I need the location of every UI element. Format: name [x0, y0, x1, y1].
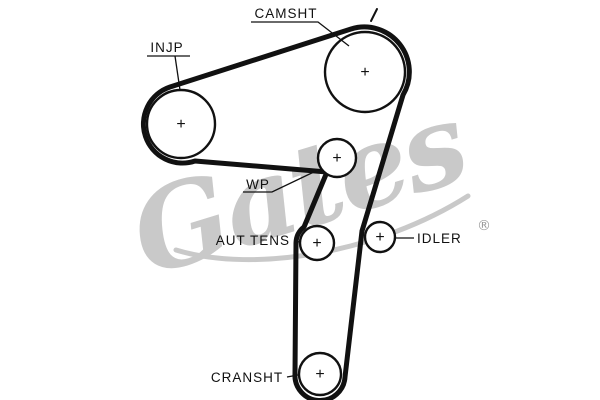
camsht-center-mark: +: [360, 64, 369, 81]
idler-label: IDLER: [417, 231, 462, 246]
camsht-pulley-circle: [323, 30, 407, 114]
wp-leader-line: [243, 169, 319, 193]
idler-center-mark: +: [375, 229, 384, 246]
camsht-label: CAMSHT: [255, 6, 318, 21]
aut-tens-center-mark: +: [312, 235, 321, 252]
camsht-leader-line: [251, 21, 350, 47]
cransht-pulley-circle: [297, 351, 343, 397]
aut-tens-label: AUT TENS: [216, 233, 290, 248]
injp-pulley-circle: [145, 88, 217, 160]
injp-center-mark: +: [176, 116, 185, 133]
cransht-center-mark: +: [315, 366, 324, 383]
injp-label: INJP: [150, 40, 183, 55]
wp-label: WP: [246, 177, 270, 192]
injp-leader-line: [174, 55, 181, 91]
aut-tens-leader-line: [293, 240, 301, 243]
aut-tens-pulley-circle: [298, 224, 336, 262]
cransht-label: CRANSHT: [211, 370, 283, 385]
camsht-timing-tick: [370, 8, 378, 22]
wp-pulley-circle: [316, 137, 358, 179]
wp-center-mark: +: [332, 150, 341, 167]
timing-belt-path: [141, 24, 412, 400]
registered-trademark-icon: ®: [477, 218, 491, 234]
idler-pulley-circle: [363, 220, 397, 254]
cransht-leader-line: [286, 374, 299, 378]
